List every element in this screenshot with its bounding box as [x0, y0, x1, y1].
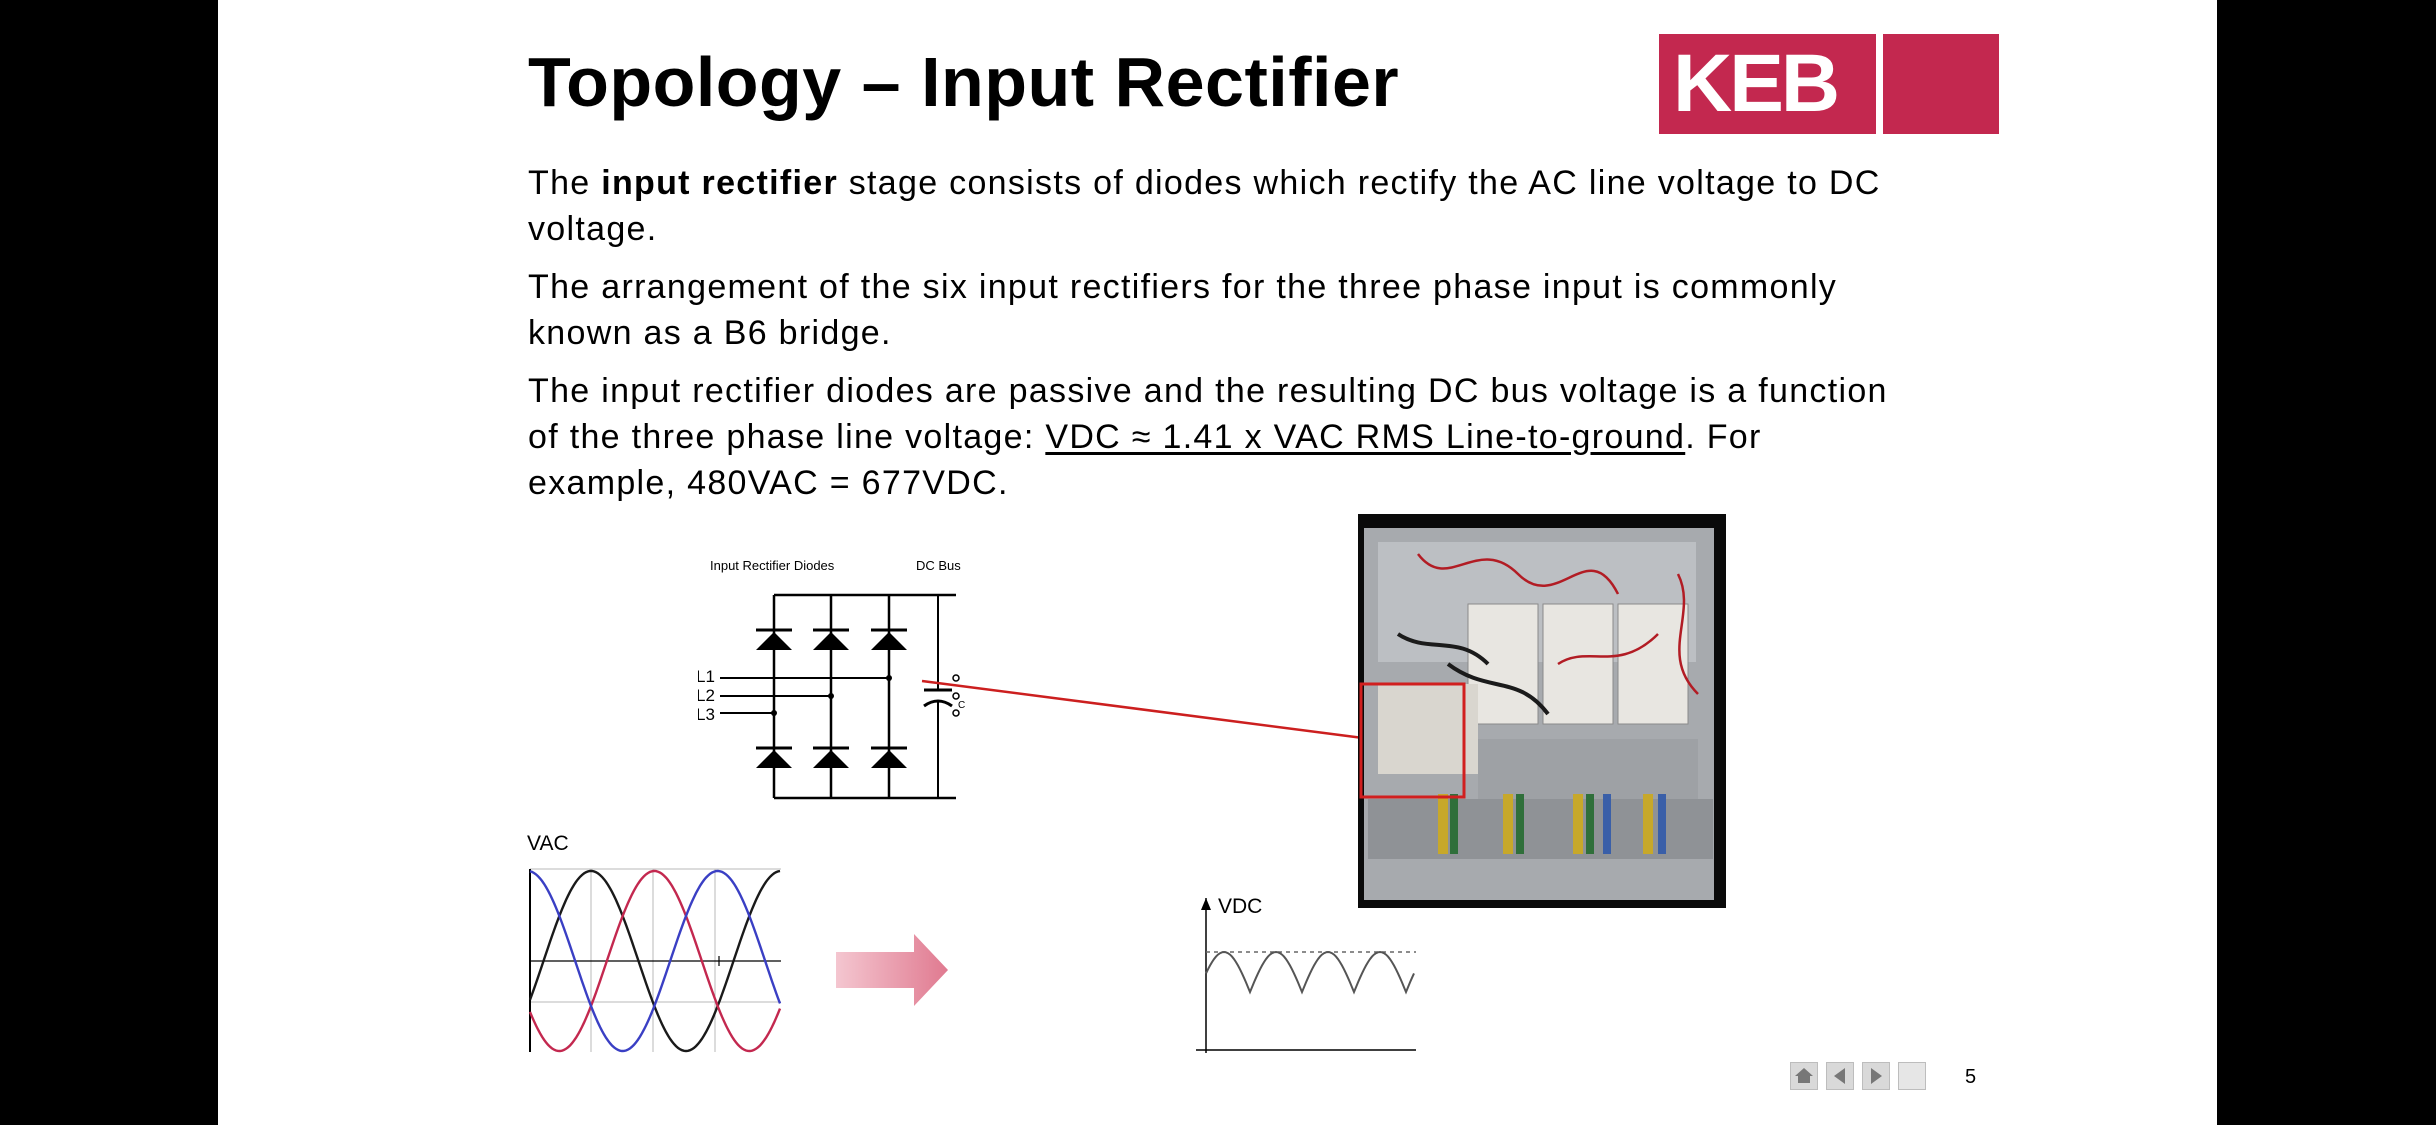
capacitor-label: C [958, 700, 965, 711]
slide: Topology – Input Rectifier KEB The input… [218, 0, 2217, 1125]
paragraph-text: . For example, 480VAC = 677VDC. [528, 418, 1762, 502]
diode-lower-2 [813, 746, 849, 768]
vdc-waveform-chart: VDC [1196, 895, 1416, 1053]
vac-series-red [528, 869, 782, 1053]
diode-upper-3 [871, 628, 907, 650]
vac-waveform-chart: VAC [527, 832, 782, 1053]
vac-series-blue [529, 869, 782, 1053]
paragraph-input-rectifier: The input rectifier stage consists of di… [528, 160, 1908, 252]
label-input-rectifier-diodes: Input Rectifier Diodes [710, 558, 835, 573]
terminal-l2 [952, 692, 960, 700]
node-l3 [771, 710, 777, 716]
terminal-l1 [952, 674, 960, 682]
drive-interior-photo [1358, 514, 1726, 908]
blank-button[interactable] [1898, 1062, 1926, 1090]
paragraph-bold-term: input rectifier [601, 164, 838, 202]
phase-label-l3: L3 [698, 705, 715, 724]
conversion-arrow-icon [836, 934, 948, 1006]
prev-arrow-icon[interactable] [1826, 1062, 1854, 1090]
logo-block-main [1659, 34, 1876, 134]
capacitor-plate-bottom [923, 699, 953, 708]
page-number: 5 [1965, 1066, 1977, 1088]
slide-title: Topology – Input Rectifier [528, 43, 1400, 121]
b6-bridge-circuit: Input Rectifier Diodes DC Bus L1 L2 L3 C [698, 558, 965, 800]
vac-series-black [528, 869, 781, 1053]
vdc-ripple-line [1205, 950, 1415, 995]
diode-upper-2 [813, 628, 849, 650]
callout-line [921, 679, 1364, 740]
paragraph-text: The [528, 164, 602, 202]
keb-logo: KEB [1659, 34, 1999, 134]
paragraph-text: stage consists of diodes which rectify t… [528, 164, 1881, 248]
phase-label-l1: L1 [698, 667, 715, 686]
node-l1 [886, 675, 892, 681]
formula-underlined: VDC ≈ 1.41 x VAC RMS Line-to-ground [1045, 418, 1686, 456]
logo-block-square [1883, 34, 1999, 134]
paragraph-dc-bus-voltage: The input rectifier diodes are passive a… [528, 368, 1908, 506]
next-arrow-icon[interactable] [1862, 1062, 1890, 1090]
vac-label: VAC [527, 832, 569, 855]
node-l2 [828, 693, 834, 699]
phase-label-l2: L2 [698, 686, 715, 705]
logo-text: KEB [1673, 38, 1840, 129]
diode-upper-1 [756, 628, 792, 650]
home-icon[interactable] [1790, 1062, 1818, 1090]
diode-lower-1 [756, 746, 792, 768]
diode-lower-3 [871, 746, 907, 768]
paragraph-b6-bridge: The arrangement of the six input rectifi… [528, 268, 1838, 352]
paragraph-text: The input rectifier diodes are passive a… [528, 372, 1888, 456]
phase-wires [720, 677, 889, 714]
highlight-rectifier-box [1359, 682, 1466, 799]
label-dc-bus: DC Bus [916, 558, 961, 573]
terminal-l3 [952, 709, 960, 717]
vdc-label: VDC [1218, 895, 1262, 918]
